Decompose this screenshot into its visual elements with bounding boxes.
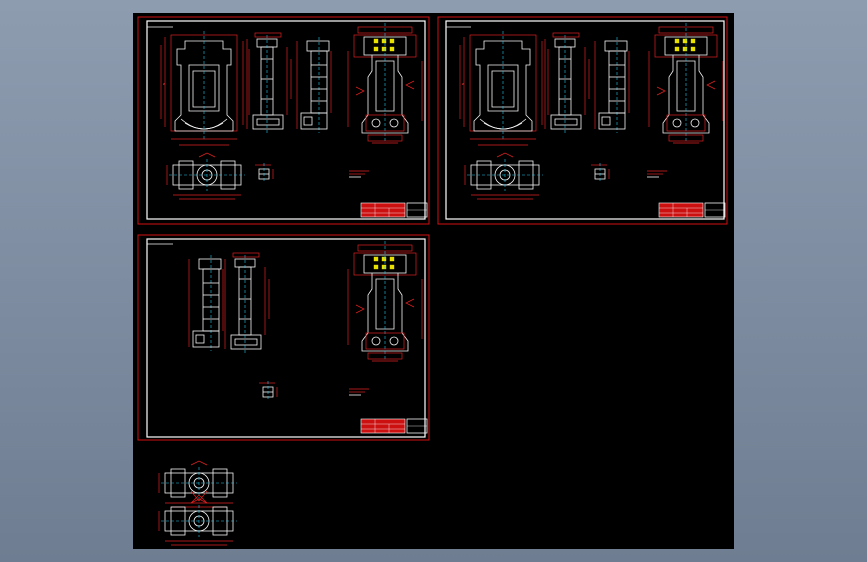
front-view-2 bbox=[459, 30, 549, 146]
shaft-view-1 bbox=[296, 36, 332, 134]
cad-drawing-canvas[interactable]: Ø bbox=[133, 13, 734, 549]
detail-view-2 bbox=[648, 22, 724, 144]
note-mark-1 bbox=[348, 170, 370, 178]
detail-view-1 bbox=[347, 22, 423, 144]
cad-drawing: Ø bbox=[137, 16, 728, 546]
plan-view-1 bbox=[166, 152, 246, 200]
note-mark-2 bbox=[646, 170, 668, 178]
plan-view-2 bbox=[464, 152, 544, 200]
side-view-3 bbox=[224, 252, 270, 354]
small-detail-2 bbox=[590, 162, 610, 184]
plan-view-4b bbox=[158, 498, 238, 546]
drawing-sheet-3[interactable] bbox=[137, 234, 430, 441]
drawing-sheet-2[interactable] bbox=[437, 16, 728, 225]
small-detail-1 bbox=[254, 162, 274, 184]
title-block-1 bbox=[360, 202, 428, 218]
drawing-sheet-1[interactable] bbox=[137, 16, 430, 225]
title-block-2 bbox=[658, 202, 726, 218]
front-view-1 bbox=[160, 30, 250, 146]
note-mark-3 bbox=[348, 388, 370, 396]
shaft-view-2 bbox=[594, 36, 630, 134]
side-view-1 bbox=[246, 32, 292, 134]
side-view-2 bbox=[544, 32, 590, 134]
small-detail-3 bbox=[258, 380, 278, 402]
shaft-view-3a bbox=[188, 254, 224, 352]
title-block-3 bbox=[360, 418, 428, 434]
loose-plan-views[interactable] bbox=[158, 460, 238, 546]
detail-view-3 bbox=[347, 240, 423, 362]
